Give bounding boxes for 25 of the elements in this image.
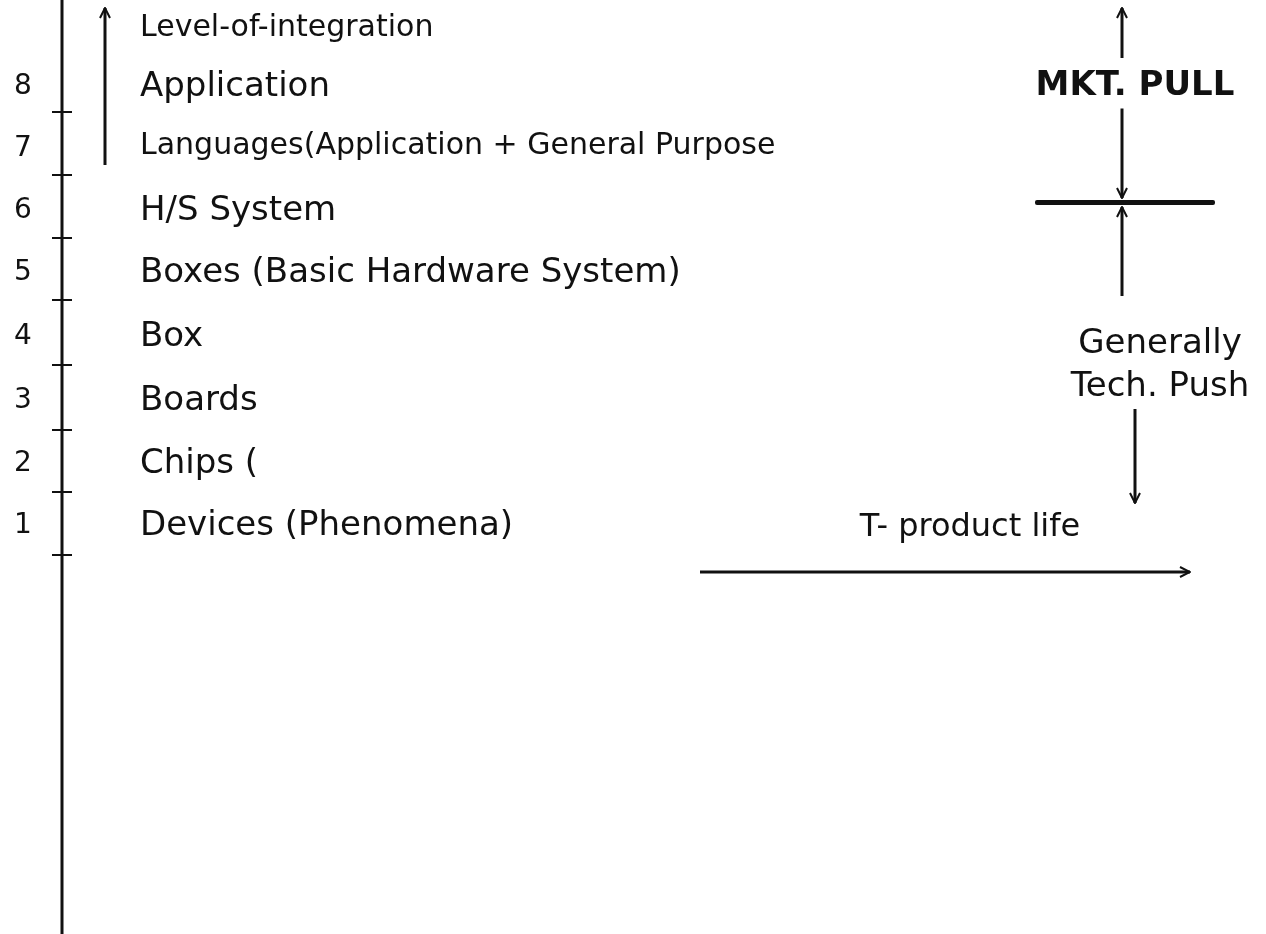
level-label: Languages(Application + General Purpose [140,126,776,162]
level-number: 8 [14,68,32,102]
arrow [1116,7,1128,58]
level-number: 2 [14,445,32,479]
text-label: Generally Tech. Push [1070,320,1250,405]
level-number: 5 [14,254,32,288]
level-label: Chips ( [140,441,259,482]
bar [1035,200,1215,205]
level-label: Devices (Phenomena) [140,503,514,544]
level-number: 3 [14,382,32,416]
arrow [1129,409,1141,504]
text-label: T- product life [820,505,1120,545]
arrow [1116,108,1128,199]
level-label: H/S System [140,188,337,229]
axis-title: Level-of-integration [140,8,434,44]
level-label: Box [140,314,204,355]
level-label: Boards [140,378,258,419]
level-label: Application [140,64,330,105]
level-label: Boxes (Basic Hardware System) [140,250,681,291]
level-number: 4 [14,318,32,352]
level-number: 6 [14,192,32,226]
arrow [1116,206,1128,296]
level-number: 1 [14,507,32,541]
text-label: MKT. PULL [1010,62,1260,105]
level-number: 7 [14,130,32,164]
